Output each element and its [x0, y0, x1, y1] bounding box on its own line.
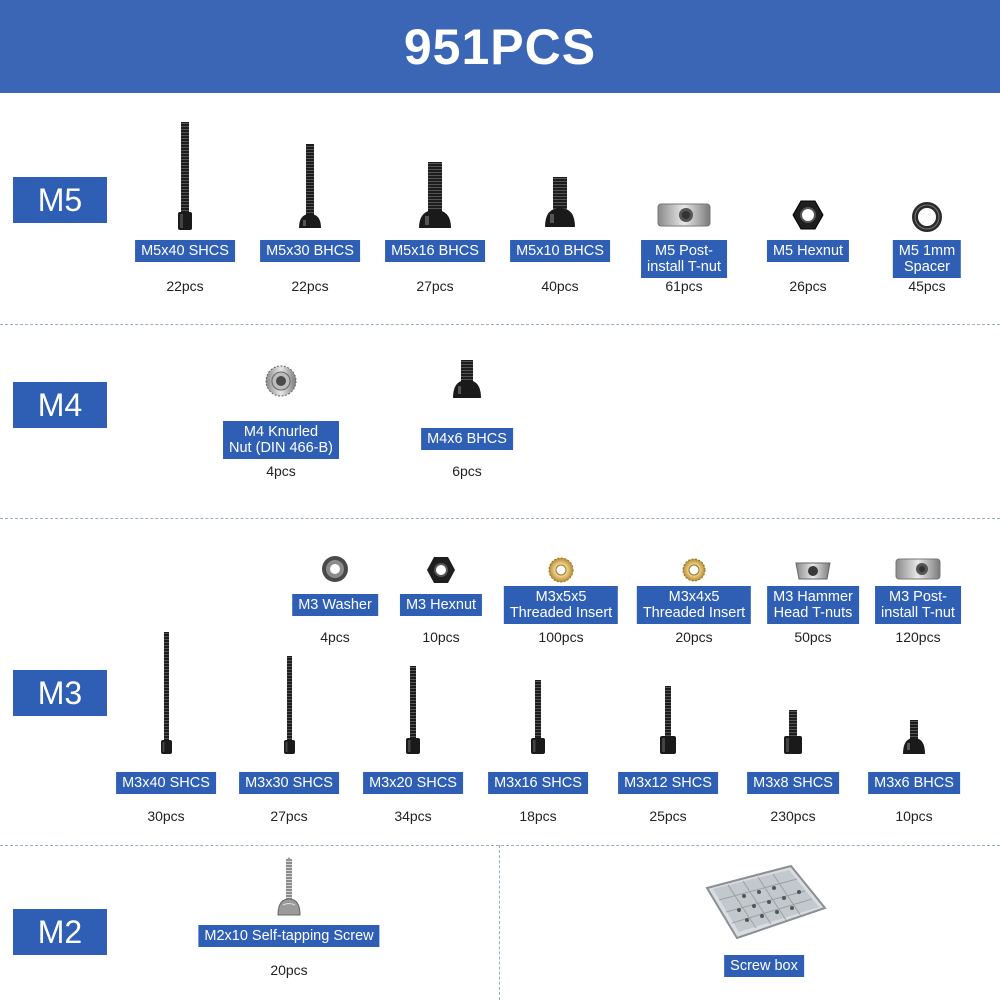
item-quantity: 6pcs — [452, 463, 482, 479]
item-label: M3 Hexnut — [399, 594, 483, 616]
self-tapping-screw-icon — [277, 857, 301, 916]
item-quantity: 10pcs — [422, 629, 460, 645]
item-label: M5 Hexnut — [766, 240, 850, 262]
item-quantity: 45pcs — [908, 278, 946, 294]
item-label: M3x8 SHCS — [747, 772, 839, 794]
item-label: M3x16 SHCS — [488, 772, 588, 794]
t-nut-icon — [657, 203, 711, 227]
section-divider — [0, 324, 1000, 325]
socket-head-cap-screw-icon — [531, 680, 545, 754]
item-label: M5 1mm Spacer — [892, 240, 962, 278]
item-quantity: 27pcs — [416, 278, 454, 294]
t-nut-icon — [895, 558, 941, 580]
item-quantity: 10pcs — [895, 808, 933, 824]
hex-nut-icon — [427, 557, 455, 583]
item-label: M3x4x5 Threaded Insert — [636, 586, 752, 624]
item-label: M3x5x5 Threaded Insert — [503, 586, 619, 624]
spacer-icon — [912, 202, 942, 232]
hammer-head-t-nut-icon — [795, 562, 831, 580]
item-quantity: 22pcs — [166, 278, 204, 294]
item-label: M5x16 BHCS — [385, 240, 485, 262]
button-head-screw-icon — [419, 162, 451, 228]
item-label: M4 Knurled Nut (DIN 466-B) — [223, 421, 339, 459]
item-quantity: 18pcs — [519, 808, 557, 824]
socket-head-cap-screw-icon — [660, 686, 676, 754]
hex-nut-icon — [792, 200, 824, 230]
socket-head-cap-screw-icon — [284, 656, 295, 754]
item-label: Screw box — [724, 955, 804, 977]
item-quantity: 120pcs — [895, 629, 941, 645]
button-head-screw-icon — [453, 360, 481, 398]
button-head-screw-icon — [545, 177, 575, 227]
item-label: M5x30 BHCS — [260, 240, 360, 262]
section-label-m5: M5 — [13, 177, 107, 223]
item-quantity: 40pcs — [541, 278, 579, 294]
item-label: M3 Hammer Head T-nuts — [767, 586, 859, 624]
item-label: M3x40 SHCS — [116, 772, 216, 794]
item-label: M3x6 BHCS — [868, 772, 960, 794]
washer-icon — [322, 556, 348, 582]
item-label: M3x20 SHCS — [363, 772, 463, 794]
screw-box-icon — [705, 864, 827, 940]
socket-head-cap-screw-icon — [784, 710, 802, 754]
button-head-screw-icon — [299, 144, 321, 228]
item-quantity: 34pcs — [394, 808, 432, 824]
item-label: M3x12 SHCS — [618, 772, 718, 794]
section-divider — [0, 518, 1000, 519]
header-banner: 951PCS — [0, 0, 1000, 93]
item-label: M5x10 BHCS — [510, 240, 610, 262]
section-label-m3: M3 — [13, 670, 107, 716]
threaded-insert-icon — [548, 557, 574, 583]
item-label: M5x40 SHCS — [135, 240, 235, 262]
item-quantity: 22pcs — [291, 278, 329, 294]
item-quantity: 26pcs — [789, 278, 827, 294]
item-quantity: 25pcs — [649, 808, 687, 824]
item-label: M3 Washer — [292, 594, 378, 616]
item-quantity: 230pcs — [770, 808, 816, 824]
item-quantity: 20pcs — [675, 629, 713, 645]
socket-head-cap-screw-icon — [161, 632, 172, 754]
item-quantity: 27pcs — [270, 808, 308, 824]
item-quantity: 100pcs — [538, 629, 584, 645]
item-label: M4x6 BHCS — [421, 428, 513, 450]
knurled-nut-icon — [265, 365, 297, 397]
section-divider — [0, 845, 1000, 846]
threaded-insert-icon — [682, 558, 706, 582]
button-head-screw-icon — [903, 720, 925, 754]
item-quantity: 50pcs — [794, 629, 832, 645]
item-label: M5 Post- install T-nut — [641, 240, 727, 278]
item-label: M3x30 SHCS — [239, 772, 339, 794]
socket-head-cap-screw-icon — [178, 122, 192, 230]
item-label: M2x10 Self-tapping Screw — [198, 925, 380, 947]
item-label: M3 Post- install T-nut — [875, 586, 961, 624]
item-quantity: 20pcs — [270, 962, 308, 978]
item-quantity: 61pcs — [665, 278, 703, 294]
section-label-m4: M4 — [13, 382, 107, 428]
item-quantity: 4pcs — [320, 629, 350, 645]
socket-head-cap-screw-icon — [406, 666, 420, 754]
column-divider — [499, 845, 500, 1000]
item-quantity: 4pcs — [266, 463, 296, 479]
section-label-m2: M2 — [13, 909, 107, 955]
item-quantity: 30pcs — [147, 808, 185, 824]
page-title: 951PCS — [403, 18, 597, 75]
